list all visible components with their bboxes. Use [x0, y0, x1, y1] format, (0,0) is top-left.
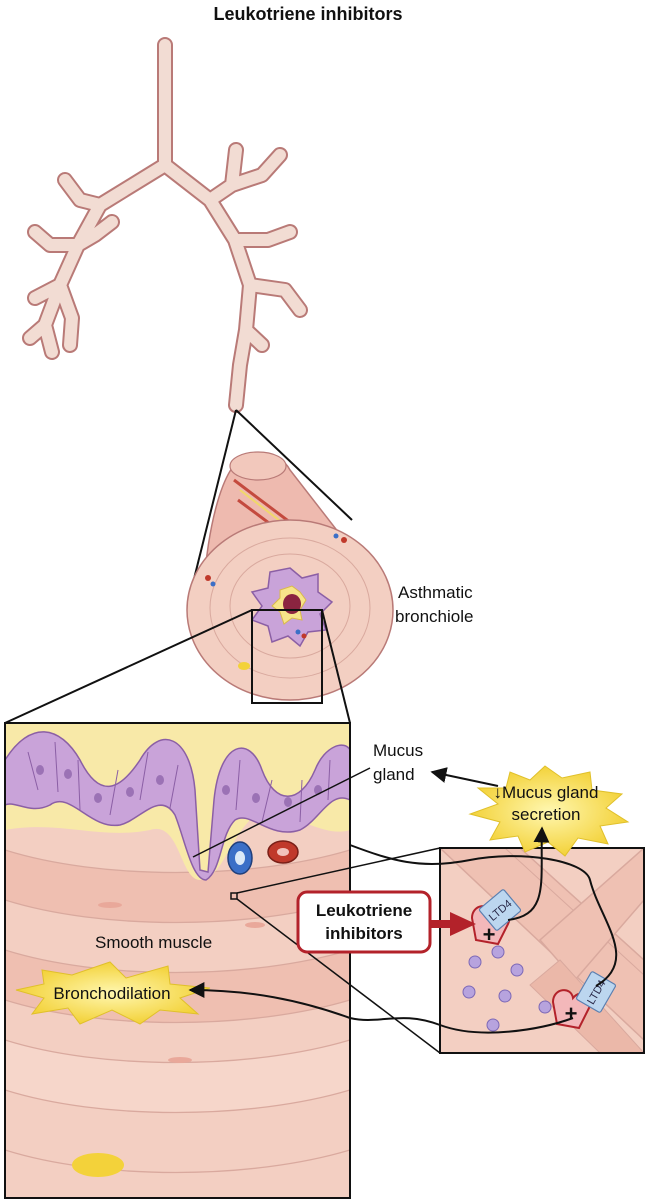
- asthmatic-label-line1: Asthmatic: [398, 583, 473, 602]
- bronchial-tree: [22, 37, 308, 413]
- zoom-lines-2: [4, 609, 351, 724]
- plus-sign-1: +: [483, 922, 496, 947]
- inhibitor-label-line2: inhibitors: [325, 924, 402, 943]
- bronchodilation-burst: Bronchodilation: [15, 961, 211, 1025]
- zoom-selection-box: [251, 609, 323, 704]
- zoom-lines-3: [230, 847, 441, 1054]
- mucus-secretion-burst: ↓Mucus gland secretion: [468, 765, 630, 857]
- pathway-arrows: [188, 767, 618, 1034]
- asthmatic-label-line2: bronchiole: [395, 607, 473, 626]
- leukotriene-inhibitors-box: Leukotriene inhibitors: [296, 890, 432, 954]
- bronchiole-illustration: [186, 451, 394, 701]
- mucus-gland-pointer: [192, 767, 371, 858]
- ltd4-receptor-2: LTD4 +: [551, 971, 616, 1030]
- ltd4-receptor-1: LTD4 +: [470, 889, 522, 947]
- diagram-title: Leukotriene inhibitors: [213, 4, 402, 24]
- smooth-muscle-label: Smooth muscle: [95, 933, 212, 952]
- zoom-lines-1: [189, 409, 353, 596]
- mucus-gland-label-line2: gland: [373, 765, 415, 784]
- mucus-gland-label-line1: Mucus: [373, 741, 423, 760]
- inhibition-arrow: [430, 912, 476, 936]
- mucus-secretion-line2: secretion: [512, 805, 581, 824]
- plus-sign-2: +: [565, 1001, 578, 1026]
- magnified-panel: [4, 722, 351, 1199]
- mucus-secretion-line1: ↓Mucus gland: [494, 783, 599, 802]
- bronchodilation-label: Bronchodilation: [53, 984, 170, 1003]
- inhibitor-label-line1: Leukotriene: [316, 901, 412, 920]
